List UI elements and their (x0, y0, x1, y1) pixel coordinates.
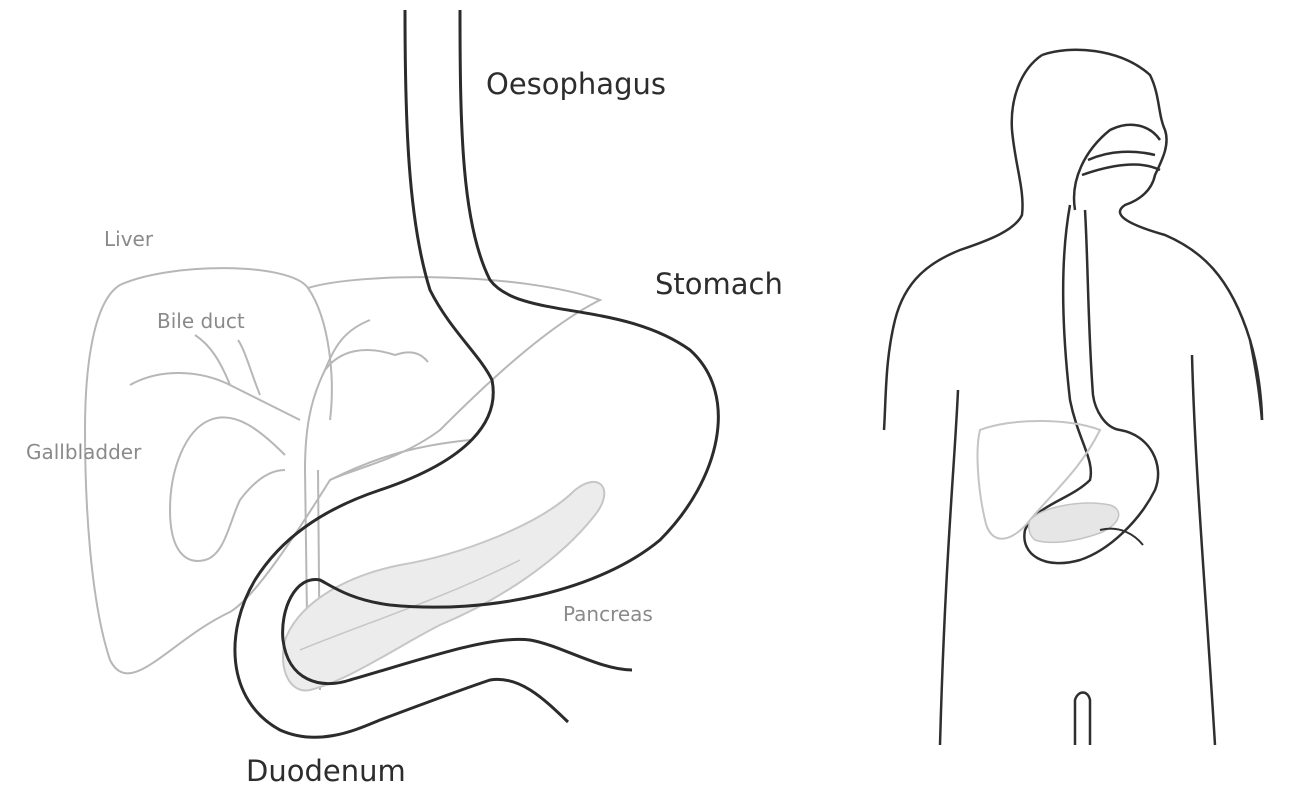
label-gallbladder: Gallbladder (26, 442, 141, 462)
label-duodenum: Duodenum (246, 757, 406, 786)
label-stomach: Stomach (655, 270, 783, 299)
body-silhouette (884, 50, 1262, 745)
body-faint-organs (978, 421, 1143, 545)
label-bile-duct: Bile duct (157, 311, 245, 331)
label-oesophagus: Oesophagus (486, 70, 666, 99)
label-liver: Liver (104, 229, 153, 249)
label-pancreas: Pancreas (563, 604, 653, 624)
gallbladder-outline (170, 417, 285, 561)
body-digestive-tract (1024, 125, 1160, 563)
